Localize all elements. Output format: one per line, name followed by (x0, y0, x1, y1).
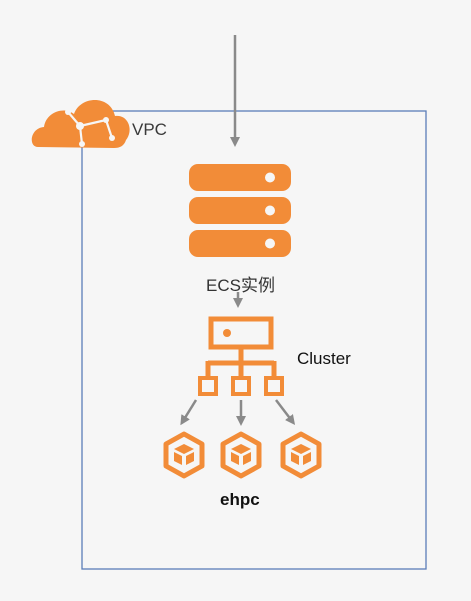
vpc-label: VPC (132, 120, 167, 139)
cube-node-icon (166, 434, 202, 476)
cube-node-icon (223, 434, 259, 476)
cloud-network-icon (31, 100, 130, 148)
server-stack-icon (189, 164, 291, 257)
vpc-boundary (81, 110, 427, 570)
cube-node-icon (283, 434, 319, 476)
ecs-instance-label: ECS实例 (206, 276, 275, 295)
hierarchy-icon (198, 316, 284, 396)
cluster-to-node-3-arrow (275, 399, 296, 425)
cluster-label: Cluster (297, 349, 351, 368)
cluster-to-node-1-arrow (180, 399, 198, 426)
ehpc-label: ehpc (220, 490, 260, 509)
